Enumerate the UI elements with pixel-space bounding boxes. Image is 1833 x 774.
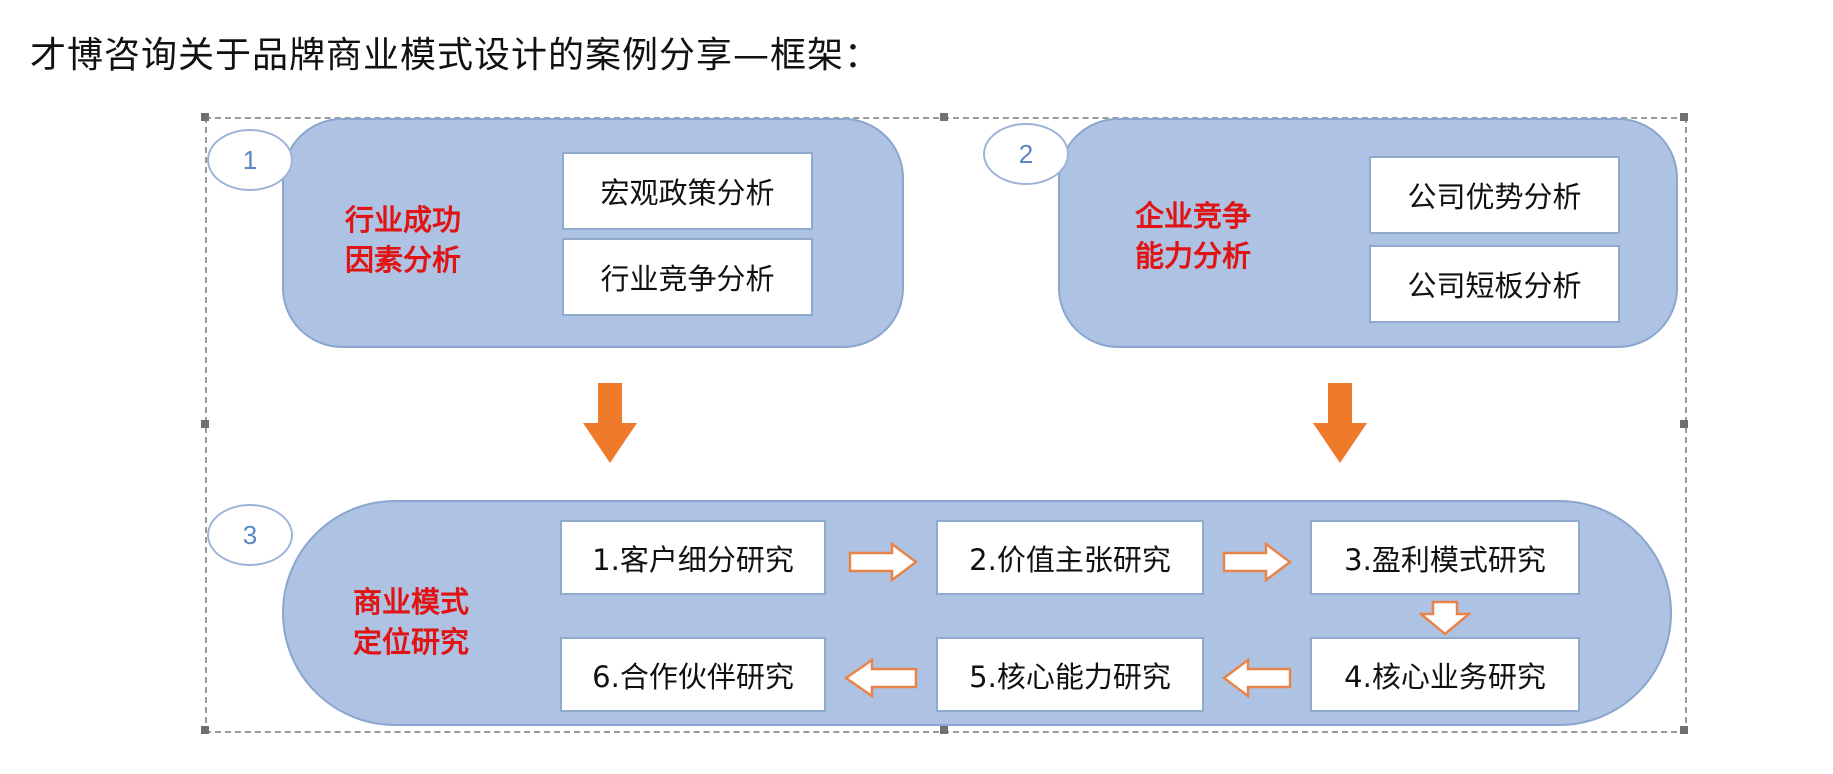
down-arrow-icon xyxy=(583,383,637,463)
right-arrow-icon xyxy=(1222,542,1292,582)
resize-handle-top-right[interactable] xyxy=(1680,113,1688,121)
enterprise-competitiveness-label-line1: 企业竞争 xyxy=(1135,199,1252,233)
industry-success-label-line1: 行业成功 xyxy=(345,203,462,237)
down-flow-arrow-icon xyxy=(1419,600,1471,636)
resize-handle-top-center[interactable] xyxy=(940,113,948,121)
resize-handle-bottom-right[interactable] xyxy=(1680,726,1688,734)
profit-model-step: 3.盈利模式研究 xyxy=(1310,520,1580,595)
industry-competition-box: 行业竞争分析 xyxy=(562,238,813,316)
enterprise-competitiveness-label: 企业竞争 能力分析 xyxy=(1135,196,1305,276)
resize-handle-bottom-left[interactable] xyxy=(201,726,209,734)
industry-success-label-line2: 因素分析 xyxy=(345,243,462,277)
left-arrow-icon xyxy=(1221,658,1292,698)
left-arrow-icon xyxy=(843,658,918,698)
resize-handle-middle-left[interactable] xyxy=(201,420,209,428)
core-capability-step: 5.核心能力研究 xyxy=(936,637,1204,712)
down-arrow-icon xyxy=(1313,383,1367,463)
partner-step: 6.合作伙伴研究 xyxy=(560,637,826,712)
right-arrow-icon xyxy=(848,542,918,582)
enterprise-competitiveness-label-line2: 能力分析 xyxy=(1135,239,1252,273)
section-number-2: 2 xyxy=(983,123,1069,185)
section-number-1: 1 xyxy=(207,129,293,191)
company-weakness-box: 公司短板分析 xyxy=(1369,245,1620,323)
industry-success-label: 行业成功 因素分析 xyxy=(345,200,515,280)
resize-handle-top-left[interactable] xyxy=(201,113,209,121)
business-model-label: 商业模式 定位研究 xyxy=(353,582,523,662)
macro-policy-box: 宏观政策分析 xyxy=(562,152,813,230)
resize-handle-middle-right[interactable] xyxy=(1680,420,1688,428)
value-proposition-step: 2.价值主张研究 xyxy=(936,520,1204,595)
business-model-label-line1: 商业模式 xyxy=(353,585,470,619)
customer-segment-step: 1.客户细分研究 xyxy=(560,520,826,595)
section-number-3: 3 xyxy=(207,504,293,566)
business-model-label-line2: 定位研究 xyxy=(353,625,470,659)
resize-handle-bottom-center[interactable] xyxy=(940,726,948,734)
core-business-step: 4.核心业务研究 xyxy=(1310,637,1580,712)
page-title: 才博咨询关于品牌商业模式设计的案例分享—框架： xyxy=(30,35,882,76)
company-strength-box: 公司优势分析 xyxy=(1369,156,1620,234)
